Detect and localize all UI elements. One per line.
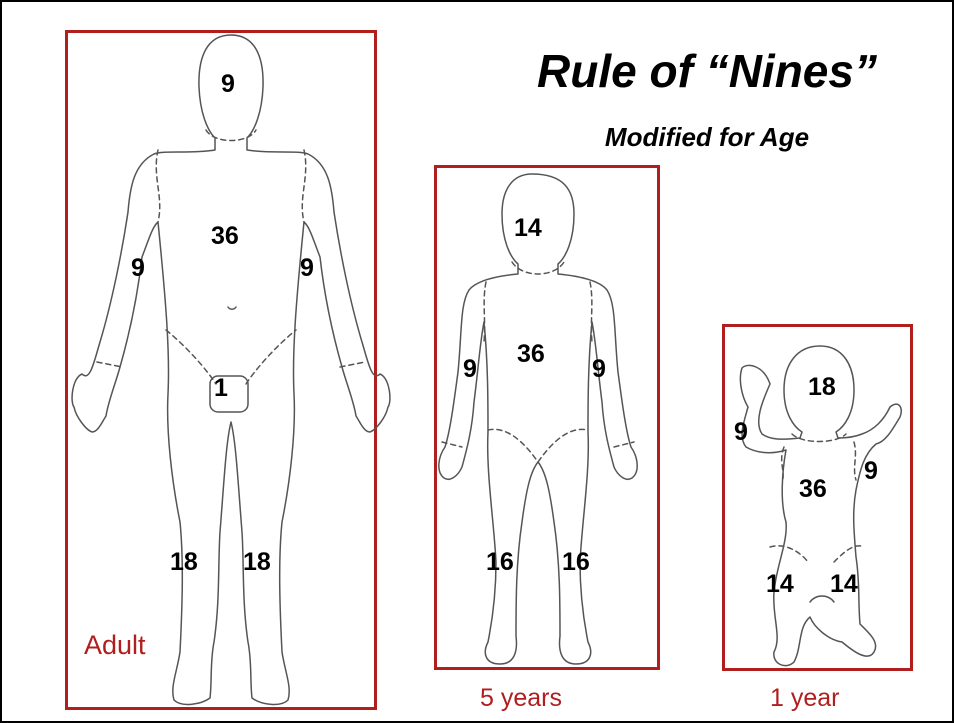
adult-caption: Adult — [84, 632, 146, 659]
child-caption: 5 years — [480, 686, 562, 711]
adult-left-arm-value: 9 — [300, 256, 314, 281]
infant-head-value: 18 — [808, 375, 836, 400]
child-body-outline — [439, 174, 637, 664]
infant-right-leg-value: 14 — [766, 572, 794, 597]
child-head-value: 14 — [514, 216, 542, 241]
child-trunk-value: 36 — [517, 342, 545, 367]
infant-right-arm-value: 9 — [734, 420, 748, 445]
infant-left-arm-value: 9 — [864, 459, 878, 484]
child-left-arm-value: 9 — [592, 357, 606, 382]
adult-body-outline — [72, 35, 390, 704]
infant-trunk-value: 36 — [799, 477, 827, 502]
adult-genitals-value: 1 — [214, 376, 228, 401]
adult-right-leg-value: 18 — [170, 550, 198, 575]
adult-trunk-value: 36 — [211, 224, 239, 249]
infant-caption: 1 year — [770, 686, 839, 711]
adult-head-value: 9 — [221, 72, 235, 97]
adult-left-leg-value: 18 — [243, 550, 271, 575]
child-right-leg-value: 16 — [486, 550, 514, 575]
adult-right-arm-value: 9 — [131, 256, 145, 281]
child-left-leg-value: 16 — [562, 550, 590, 575]
child-right-arm-value: 9 — [463, 357, 477, 382]
infant-left-leg-value: 14 — [830, 572, 858, 597]
